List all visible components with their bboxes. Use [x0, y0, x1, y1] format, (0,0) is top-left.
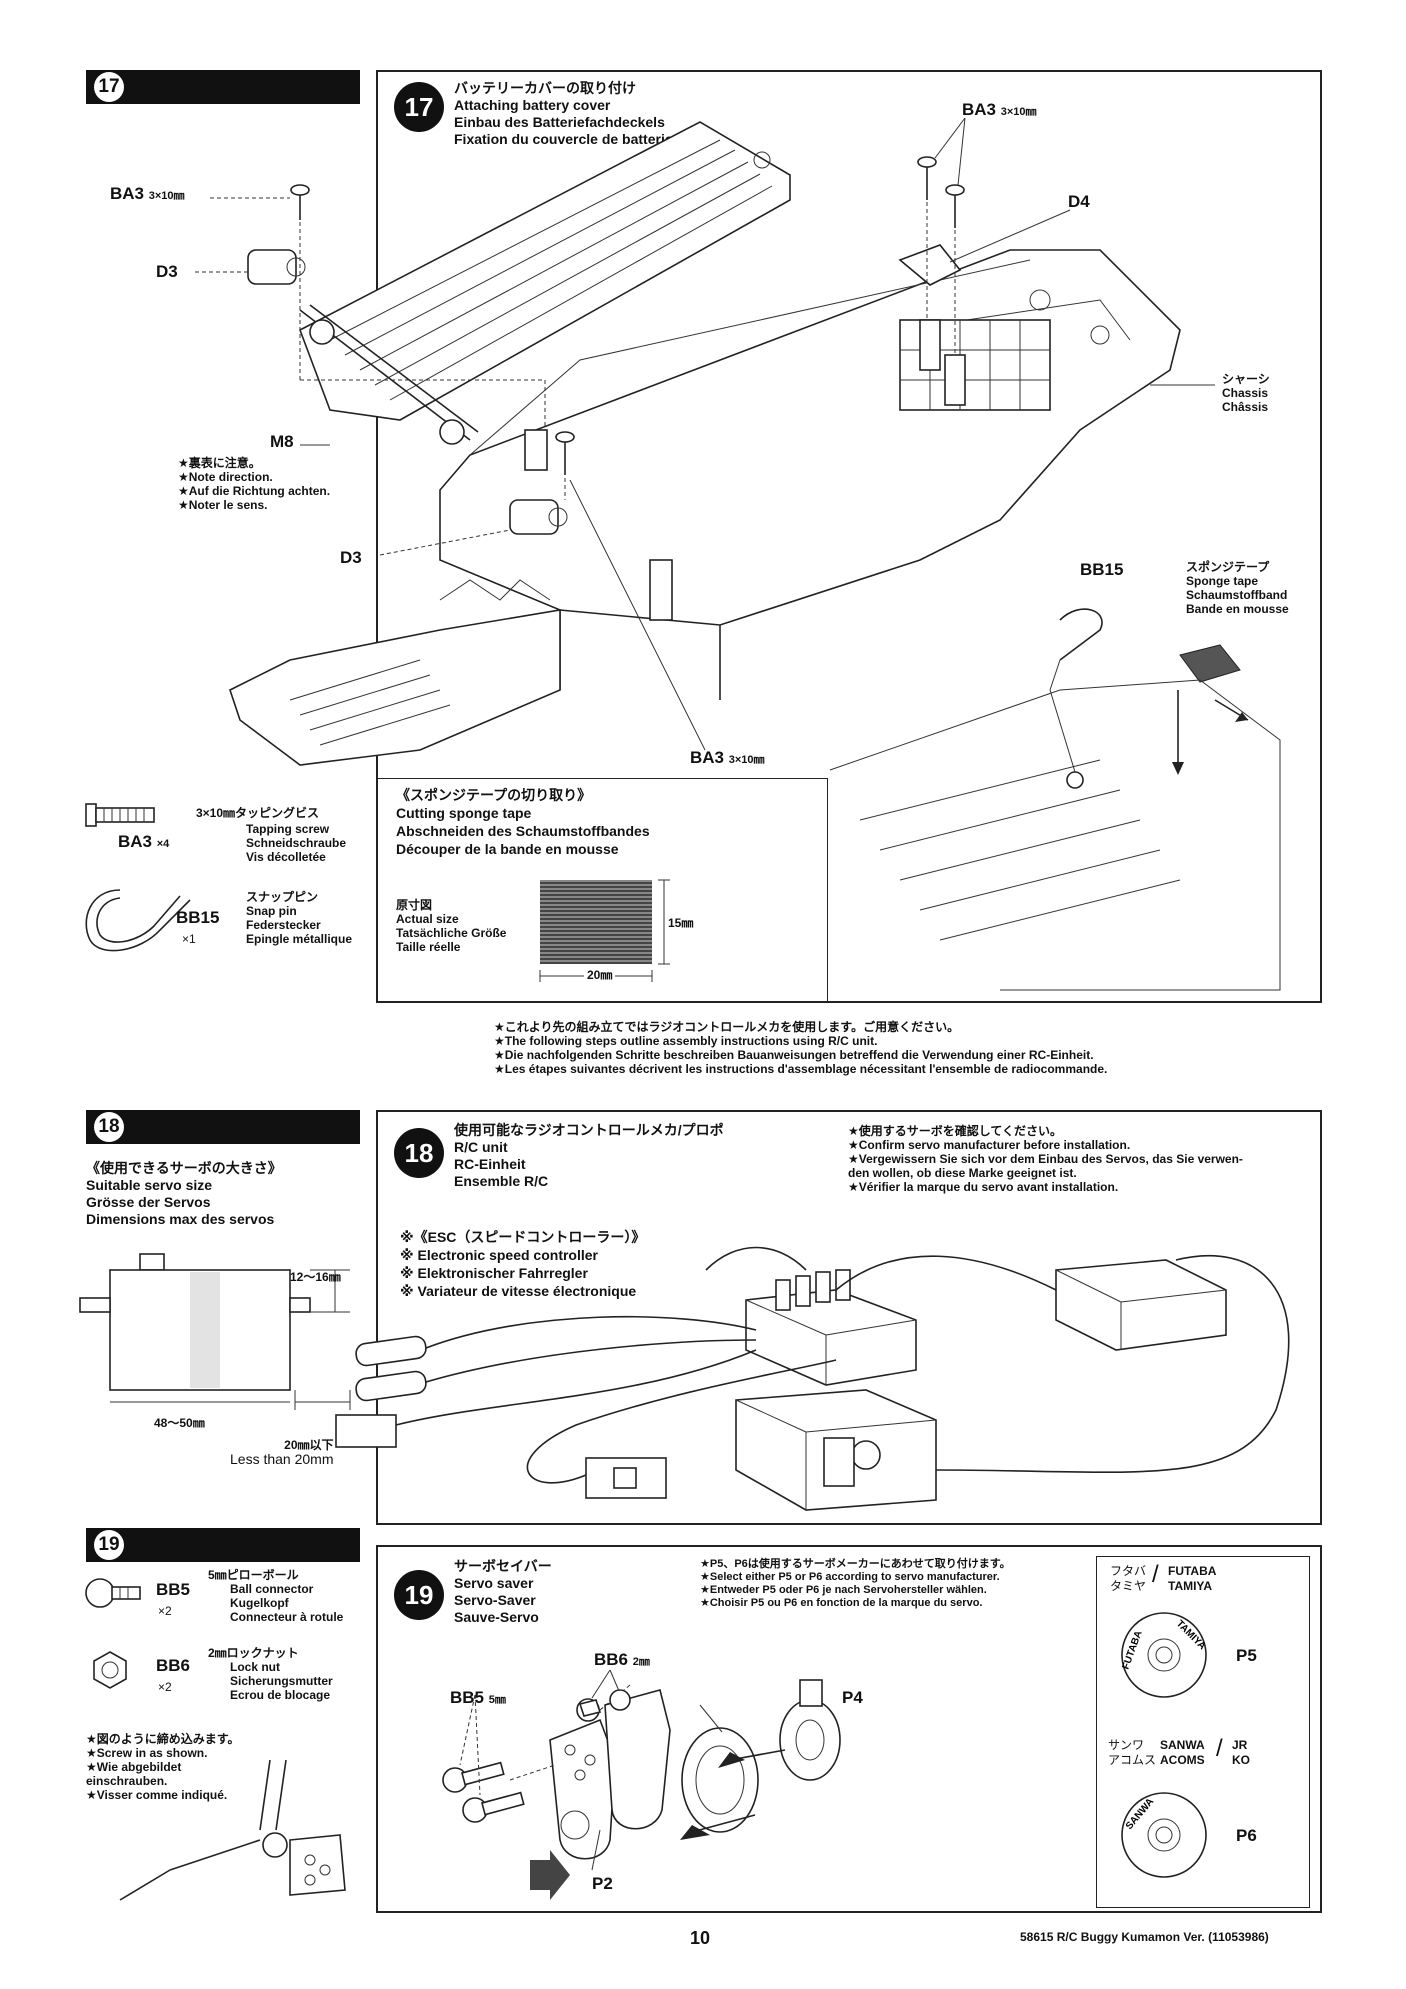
part-bb6-desc: 2㎜ロックナット Lock nut Sicherungsmutter Ecrou…: [208, 1646, 333, 1702]
servo-unit: [735, 1389, 937, 1511]
ba3-screw-top-2: [945, 184, 965, 228]
d3-block-lower: [509, 499, 559, 535]
label-p6: P6: [1236, 1826, 1257, 1845]
screw-in-note: ★図のように締め込みます。 ★Screw in as shown. ★Wie a…: [86, 1732, 240, 1802]
step-18-number: 18: [94, 1112, 124, 1142]
step-17-badge: 17: [394, 82, 444, 132]
label-ba3-top: BA3 3×10㎜: [962, 100, 1037, 119]
step-19-frame: [376, 1545, 1322, 1913]
servo-saver-drawing: [442, 1669, 841, 1900]
sponge-height-label: 15㎜: [668, 916, 694, 930]
sponge-width-label: 20㎜: [584, 968, 616, 982]
step-17-title-de: Einbau des Batteriefachdeckels: [454, 114, 665, 130]
chassis-label: シャーシ Chassis Châssis: [1222, 372, 1270, 414]
rc-unit-drawing: [335, 1246, 1290, 1511]
cutting-sponge-tape-inset: [376, 778, 828, 1003]
step-19-header-bar: 19: [86, 1528, 360, 1562]
p6-disc-icon: SANWA: [1121, 1792, 1207, 1878]
step-18-frame: [376, 1110, 1322, 1525]
label-p2: P2: [592, 1874, 613, 1893]
rc-unit-notice: ★これより先の組み立てではラジオコントロールメカを使用します。ご用意ください。 …: [494, 1020, 1108, 1076]
receiver-unit: [1055, 1259, 1227, 1351]
label-p5: P5: [1236, 1646, 1257, 1665]
actual-size-label: 原寸図 Actual size Tatsächliche Größe Taill…: [396, 898, 507, 954]
page-number: 10: [690, 1928, 711, 1948]
front-skid-plate: [229, 609, 561, 766]
part-bb6-qty: ×2: [158, 1680, 172, 1694]
part-bb5-desc: 5㎜ピローボール Ball connector Kugelkopf Connec…: [208, 1568, 344, 1624]
esc-label: ※《ESC（スピードコントローラー）》 ※ Electronic speed c…: [400, 1229, 646, 1299]
d4-block: [898, 244, 962, 286]
next-step-arrow: [530, 1850, 570, 1900]
step-19-badge: 19: [394, 1570, 444, 1620]
part-bb15-desc: スナップピン Snap pin Federstecker Epingle mét…: [246, 890, 353, 946]
label-d3-upper: D3: [156, 262, 178, 281]
brand-selection-panel: [1096, 1556, 1310, 1908]
label-p4: P4: [842, 1688, 863, 1707]
servo-width-dim: 48～50㎜: [150, 1416, 209, 1430]
label-d4: D4: [1068, 192, 1090, 211]
esc-unit: [745, 1269, 917, 1386]
step-17-title: バッテリーカバーの取り付け Attaching battery cover Ei…: [454, 80, 673, 148]
ba3-tapping-screw-icon: [85, 803, 155, 827]
step-17-header-bar: 17: [86, 70, 360, 104]
select-p5-p6-note: ★P5、P6は使用するサーボメーカーにあわせて取り付けます。 ★Select e…: [700, 1558, 1011, 1609]
sponge-dimension-lines: [539, 879, 670, 982]
part-bb15-qty: ×1: [182, 932, 196, 946]
servo-size-diagram: [79, 1253, 351, 1410]
label-d3-lower: D3: [340, 548, 362, 567]
label-bb15: BB15: [1080, 560, 1124, 579]
part-bb5-qty: ×2: [158, 1604, 172, 1618]
direction-note: ★裏表に注意。 ★Note direction. ★Auf die Richtu…: [178, 456, 331, 512]
servo-height-dim: 12～16㎜: [290, 1270, 341, 1284]
step-18-title: 使用可能なラジオコントロールメカ/プロポ R/C unit RC-Einheit…: [454, 1122, 724, 1189]
step-17-title-jp: バッテリーカバーの取り付け: [454, 80, 636, 96]
step-18-header-bar: 18: [86, 1110, 360, 1144]
step-17-title-en: Attaching battery cover: [454, 97, 611, 113]
cutting-title: 《スポンジテープの切り取り》 Cutting sponge tape Absch…: [396, 787, 650, 857]
label-ba3-bottom: BA3 3×10㎜: [690, 748, 765, 767]
bb6-lock-nut-icon: [93, 1651, 127, 1689]
part-bb6-code: BB6: [156, 1656, 191, 1675]
label-m8: M8: [270, 432, 294, 451]
part-ba3-code: BA3 ×4: [118, 832, 170, 851]
bb5-ball-connector-icon: [85, 1578, 141, 1608]
confirm-servo-note: ★使用するサーボを確認してください。 ★Confirm servo manufa…: [848, 1124, 1243, 1194]
product-code: 58615 R/C Buggy Kumamon Ver. (11053986): [1020, 1930, 1269, 1944]
chassis-detail-inset: [829, 679, 1281, 991]
label-bb6: BB6 2㎜: [594, 1650, 650, 1669]
step-17-title-fr: Fixation du couvercle de batterie: [454, 131, 673, 147]
part-bb15-code: BB15: [176, 908, 220, 927]
p4-ring: [681, 1727, 759, 1833]
d3-block-upper: [247, 249, 297, 285]
servo-size-title: 《使用できるサーボの大きさ》 Suitable servo size Gröss…: [86, 1160, 282, 1227]
step-17-frame: [376, 70, 1322, 1003]
step-18-badge: 18: [394, 1128, 444, 1178]
ba3-screw-center: [555, 431, 575, 475]
screwdriver-drawing: [119, 1759, 346, 1901]
p5-disc-icon: FUTABA TAMIYA: [1120, 1612, 1208, 1698]
sponge-actual-size-swatch: [540, 880, 652, 964]
step-17-number: 17: [94, 72, 124, 102]
step-19-number: 19: [94, 1530, 124, 1560]
part-ba3-desc-lines: Tapping screw Schneidschraube Vis décoll…: [246, 822, 347, 864]
ba3-screw-top-1: [917, 156, 937, 200]
part-ba3-desc: 3×10㎜タッピングビス: [196, 806, 320, 820]
label-ba3-left: BA3 3×10㎜: [110, 184, 185, 203]
sponge-tape-small: [1179, 644, 1241, 683]
servo-bottom-dim: 20㎜以下 Less than 20mm: [230, 1438, 334, 1467]
part-bb5-code: BB5: [156, 1580, 191, 1599]
sponge-tape-label: スポンジテープ Sponge tape Schaumstoffband Band…: [1186, 560, 1289, 616]
bb15-clip-small: [1059, 608, 1103, 661]
step-19-title: サーボセイバー Servo saver Servo-Saver Sauve-Se…: [454, 1558, 552, 1625]
ba3-screw-left: [290, 184, 310, 220]
bb15-snap-pin-icon: [85, 889, 191, 952]
